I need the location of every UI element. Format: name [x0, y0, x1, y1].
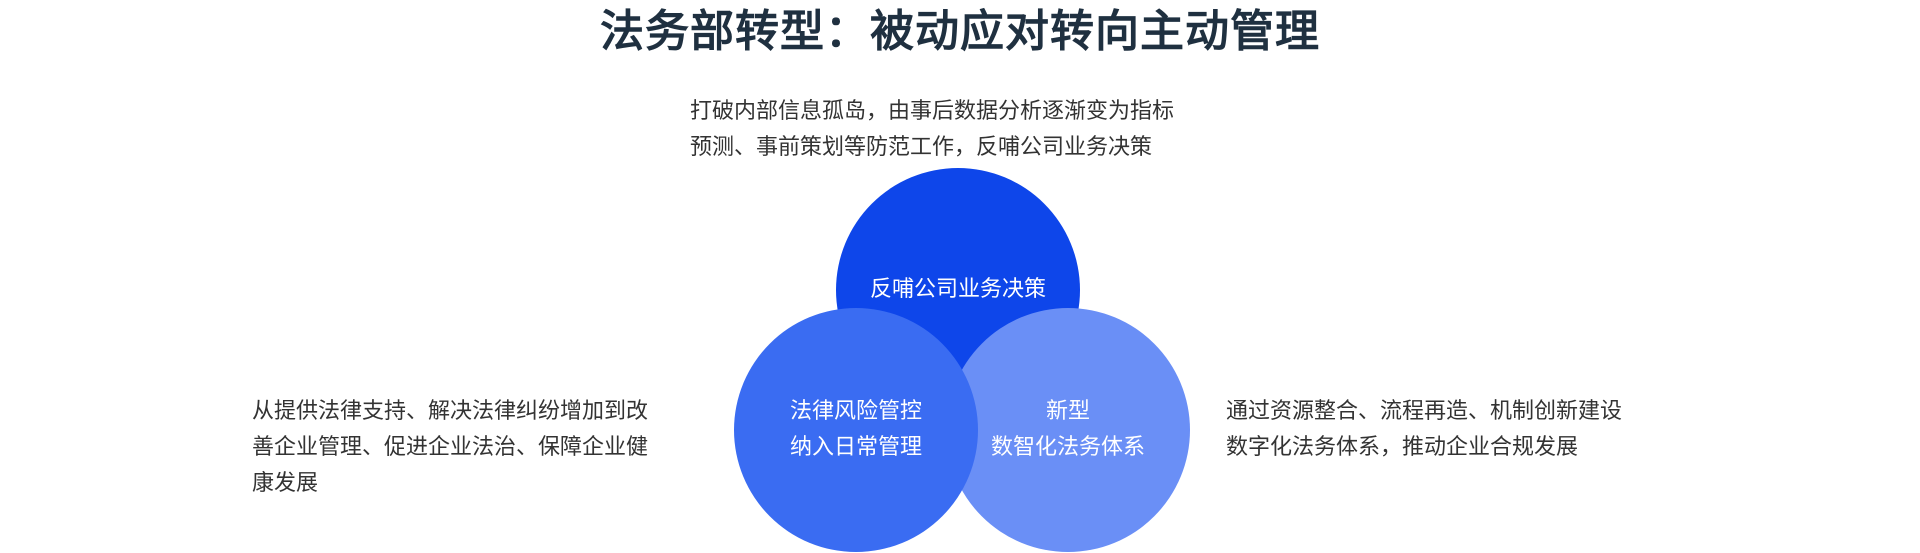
right-description-line-2: 数字化法务体系，推动企业合规发展	[1226, 435, 1579, 460]
left-description-line-1: 从提供法律支持、解决法律纠纷增加到改	[252, 399, 649, 424]
circle-digital-legal-system: 新型 数智化法务体系	[946, 308, 1190, 552]
top-description: 打破内部信息孤岛，由事后数据分析逐渐变为指标 预测、事前策划等防范工作，反哺公司…	[690, 94, 1250, 166]
circle-business-decision-label: 反哺公司业务决策	[869, 277, 1046, 302]
left-description-line-3: 康发展	[252, 471, 319, 496]
circle-legal-risk-control-line-2: 纳入日常管理	[789, 435, 922, 460]
right-description-line-1: 通过资源整合、流程再造、机制创新建设	[1226, 399, 1623, 424]
page-title: 法务部转型：被动应对转向主动管理	[600, 6, 1320, 57]
left-description-line-2: 善企业管理、促进企业法治、保障企业健	[252, 435, 649, 460]
circle-legal-risk-control-line-1: 法律风险管控	[789, 399, 922, 424]
left-description: 从提供法律支持、解决法律纠纷增加到改 善企业管理、促进企业法治、保障企业健 康发…	[252, 394, 712, 502]
circle-legal-risk-control: 法律风险管控 纳入日常管理	[734, 308, 978, 552]
top-description-line-1: 打破内部信息孤岛，由事后数据分析逐渐变为指标	[690, 99, 1175, 124]
top-description-line-2: 预测、事前策划等防范工作，反哺公司业务决策	[690, 135, 1153, 160]
circle-digital-legal-system-line-1: 新型	[1045, 399, 1090, 424]
right-description: 通过资源整合、流程再造、机制创新建设 数字化法务体系，推动企业合规发展	[1226, 394, 1696, 466]
circle-digital-legal-system-line-2: 数智化法务体系	[990, 435, 1145, 460]
